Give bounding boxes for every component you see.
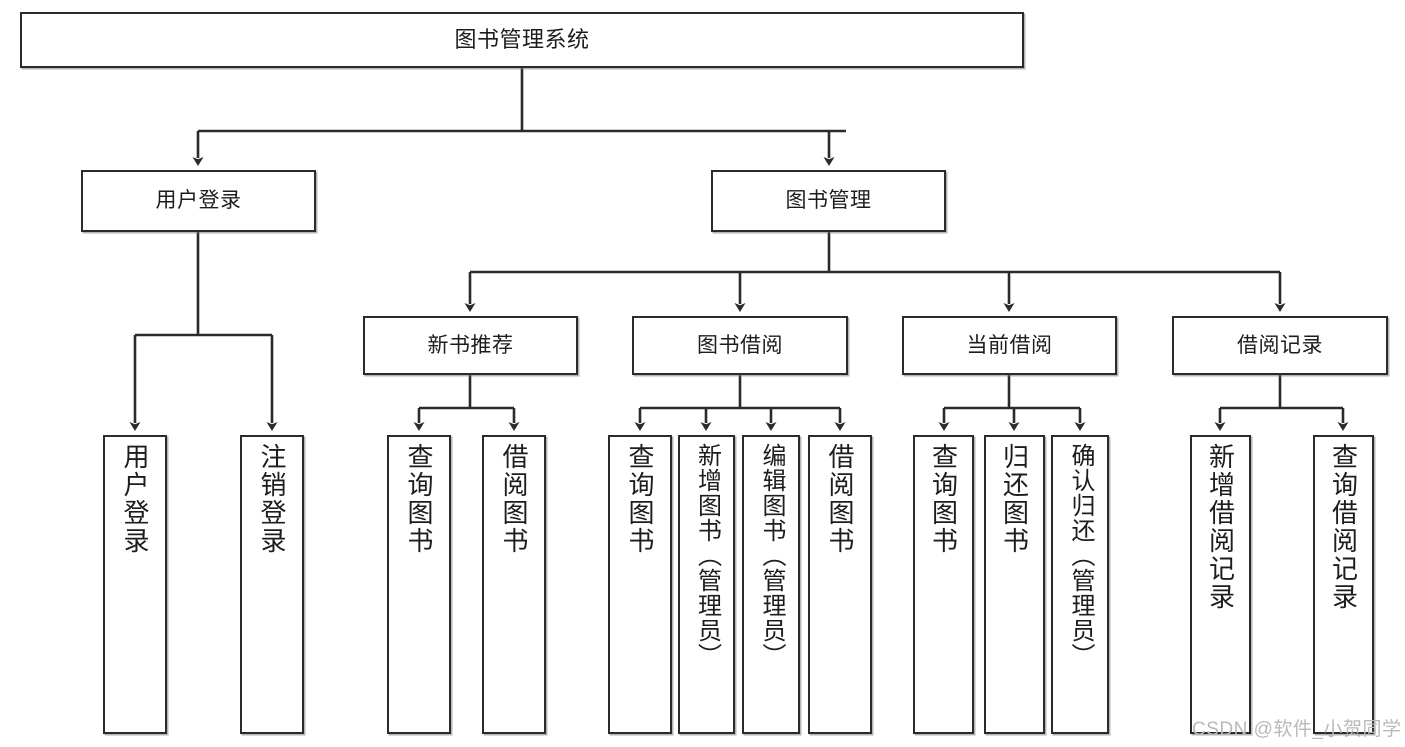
node-label: 借阅记录: [1237, 333, 1323, 357]
csdn-watermark: CSDN @软件_小贺同学: [1192, 719, 1402, 740]
node-borrow-record[interactable]: 借阅记录: [1172, 316, 1388, 375]
node-query-borrow-record[interactable]: 查询借阅记录: [1313, 435, 1374, 734]
node-user-login[interactable]: 用户登录: [81, 170, 316, 232]
node-borrow-books-recommend[interactable]: 借阅图书: [482, 435, 546, 734]
node-book-management[interactable]: 图书管理: [711, 170, 946, 232]
node-query-books-recommend[interactable]: 查询图书: [387, 435, 451, 734]
node-label: 借阅图书: [825, 443, 855, 555]
node-add-book-admin[interactable]: 新增图书（管理员）: [678, 435, 735, 734]
node-logout-leaf[interactable]: 注销登录: [240, 435, 304, 734]
node-label: 查询图书: [404, 443, 434, 555]
node-user-login-leaf[interactable]: 用户登录: [103, 435, 167, 734]
node-label: 查询图书: [625, 443, 655, 555]
node-label: 用户登录: [155, 189, 242, 213]
node-label: 归还图书: [999, 443, 1030, 555]
node-edit-book-admin[interactable]: 编辑图书（管理员）: [742, 435, 800, 734]
node-label: 新书推荐: [427, 333, 514, 357]
node-label: 注销登录: [257, 443, 287, 555]
node-label: 图书借阅: [697, 333, 783, 357]
node-new-book-recommend[interactable]: 新书推荐: [363, 316, 578, 375]
node-current-borrow[interactable]: 当前借阅: [902, 316, 1117, 375]
node-label: 新增借阅记录: [1205, 443, 1236, 611]
node-label: 新增图书（管理员）: [693, 443, 721, 668]
node-system-title[interactable]: 图书管理系统: [20, 12, 1024, 68]
node-return-books[interactable]: 归还图书: [984, 435, 1045, 734]
node-book-borrow[interactable]: 图书借阅: [632, 316, 848, 375]
node-confirm-return-admin[interactable]: 确认归还（管理员）: [1051, 435, 1109, 734]
node-label: 图书管理: [785, 189, 872, 213]
node-add-borrow-record[interactable]: 新增借阅记录: [1190, 435, 1251, 734]
node-query-books-current[interactable]: 查询图书: [913, 435, 974, 734]
node-label: 查询借阅记录: [1328, 443, 1359, 611]
node-label: 图书管理系统: [454, 26, 590, 52]
node-query-books-borrow[interactable]: 查询图书: [608, 435, 672, 734]
node-label: 用户登录: [120, 443, 150, 555]
node-label: 确认归还（管理员）: [1067, 443, 1094, 668]
node-label: 查询图书: [928, 443, 959, 555]
node-borrow-books-borrow[interactable]: 借阅图书: [808, 435, 872, 734]
node-label: 当前借阅: [966, 333, 1053, 357]
node-label: 借阅图书: [499, 443, 529, 555]
node-label: 编辑图书（管理员）: [758, 443, 785, 668]
